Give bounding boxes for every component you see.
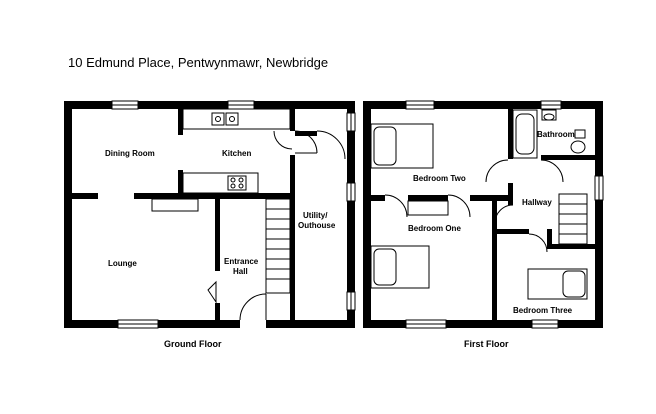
first-floor-plan: Bathroom Bedroom Two Hallway Bedroom One…: [363, 100, 604, 349]
room-hallway: Hallway: [522, 198, 552, 207]
front-door-swing: [239, 293, 267, 321]
ground-internal-walls: [72, 109, 317, 320]
room-kitchen: Kitchen: [222, 149, 251, 158]
first-floor-caption: First Floor: [464, 339, 509, 349]
ground-floor-caption: Ground Floor: [164, 339, 222, 349]
room-dining-room: Dining Room: [105, 149, 155, 158]
first-internal-walls: [371, 109, 595, 320]
room-hall: Hall: [233, 267, 248, 276]
room-bedroom-three: Bedroom Three: [513, 306, 573, 315]
kitchen-fittings: [151, 108, 291, 212]
front-door-gap: [240, 319, 266, 329]
first-stairs: [558, 193, 588, 245]
ground-floor-plan: Dining Room Kitchen Lounge Entrance Hall…: [64, 100, 356, 349]
room-bedroom-one: Bedroom One: [408, 224, 461, 233]
beds: [370, 123, 588, 300]
property-address: 10 Edmund Place, Pentwynmawr, Newbridge: [68, 55, 329, 70]
first-windows: [405, 100, 604, 329]
ground-door-swings: [207, 130, 346, 304]
first-outer-walls: [363, 101, 603, 328]
room-outhouse: Outhouse: [298, 221, 336, 230]
ground-outer-walls: [64, 101, 355, 328]
room-entrance: Entrance: [224, 257, 259, 266]
landing-cupboard: [407, 200, 449, 216]
room-bedroom-two: Bedroom Two: [413, 174, 466, 183]
room-bathroom: Bathroom: [537, 130, 575, 139]
bathroom-fittings: [512, 109, 586, 159]
ground-windows: [111, 100, 356, 329]
first-door-swings: [384, 159, 564, 253]
room-lounge: Lounge: [108, 259, 137, 268]
room-utility: Utility/: [303, 211, 328, 220]
ground-stairs: [265, 198, 291, 294]
